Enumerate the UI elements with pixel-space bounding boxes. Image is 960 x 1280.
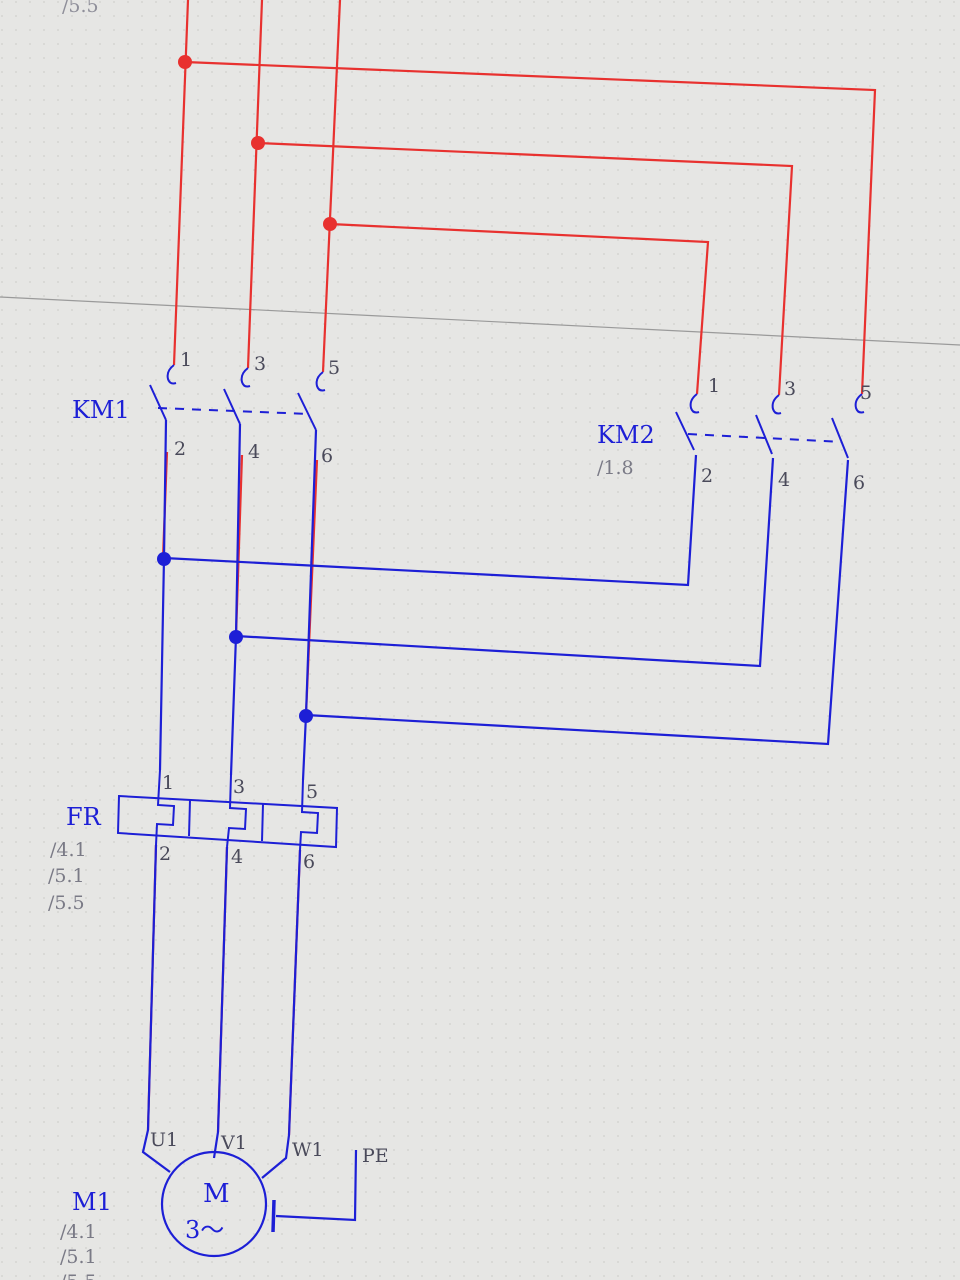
labels-blue: KM1 KM2 FR M1 M 3～ [66,396,655,1244]
km1-tag: KM1 [72,396,130,424]
fr-tag: FR [66,803,102,831]
junction-out-l1 [157,552,171,566]
km2-out-to-l1 [163,454,698,587]
km1-pole1-blade [149,384,167,421]
km1-pole1-terminal [166,364,177,385]
km2-pole2-terminal [771,394,782,415]
km2-mechanical-link [687,433,843,443]
km1-contactor[interactable] [149,364,326,431]
cross-references: /1.8 /4.1 /5.1 /5.5 /4.1 /5.1 /5.5 [48,457,634,1280]
km1-pole3-terminal [315,371,326,392]
fr-pin-4: 4 [231,846,243,868]
motor-circle [160,1150,268,1258]
pin-labels: 1 3 5 2 4 6 1 3 5 2 4 6 1 3 5 2 4 6 U1 V… [150,349,872,1167]
supply-junctions [178,55,337,231]
km2-pin-5: 5 [860,382,872,404]
fr-divider-1 [188,799,191,837]
km1-pole2-blade [223,388,241,425]
fr-pin-3: 3 [233,776,245,798]
fr-element-1 [155,769,176,846]
terminal-pe: PE [362,1145,389,1167]
km1-pin-2: 2 [174,438,186,460]
km2-ref: /1.8 [597,457,634,479]
km2-pin-3: 3 [784,378,796,400]
km2-pin-1: 1 [708,375,720,397]
feed-l2-km2 [257,141,794,396]
pe-bar [271,1199,276,1233]
fr-pin-6: 6 [303,851,315,873]
junction-l1 [178,55,192,69]
km2-pole1-terminal [689,393,700,414]
km2-pole3-blade [831,417,849,459]
km2-out-to-l3 [305,459,850,746]
junction-l3 [323,217,337,231]
km2-pin-2: 2 [701,465,713,487]
km2-pin-6: 6 [853,472,865,494]
km2-tag: KM2 [597,421,655,449]
km2-out-to-l2 [235,457,775,668]
fr-element-3 [299,779,320,851]
km2-pole3-terminal [854,393,865,414]
fr-to-u1 [141,844,171,1173]
km2-pin-4: 4 [778,469,790,491]
km2-pole2-blade [755,414,773,455]
sheet-border-line [0,296,960,346]
fr-housing [116,794,339,849]
fr-to-v1 [212,846,229,1159]
km1-pin-5: 5 [328,357,340,379]
pe-wire [275,1149,358,1222]
feed-l3-km2 [329,222,710,395]
fr-pin-2: 2 [159,843,171,865]
km1-pin-3: 3 [254,353,266,375]
phase-l3-top [321,0,342,373]
page-ref-top: /5.5 [62,0,99,17]
motor-ref-3: /5.5 [60,1271,97,1280]
fr-divider-2 [261,803,264,842]
fr-pin-5: 5 [306,781,318,803]
load-junctions [157,552,313,723]
km1-pin-1: 1 [180,349,192,371]
km2-contactor[interactable] [675,393,865,459]
fr-element-2 [226,774,248,848]
load-wires [141,419,850,1233]
fr-overload-relay[interactable] [116,769,339,851]
fr-ref-1: /4.1 [50,839,87,861]
motor-symbol: M [203,1179,230,1209]
feed-l1-km2 [184,60,877,395]
km1-pin-6: 6 [321,445,333,467]
km1-mechanical-link [157,407,311,415]
fr-ref-2: /5.1 [48,865,85,887]
phase-l2-top [246,0,264,369]
terminal-u1: U1 [150,1129,178,1151]
motor-ref-1: /4.1 [60,1221,97,1243]
junction-out-l2 [229,630,243,644]
junction-out-l3 [299,709,313,723]
motor-m1[interactable] [160,1150,268,1258]
junction-l2 [251,136,265,150]
fr-to-w1 [261,849,302,1179]
km1-pole2-terminal [240,367,251,388]
motor-ref-2: /5.1 [60,1246,97,1268]
fr-pin-1: 1 [162,772,174,794]
km1-pole3-blade [297,392,317,431]
motor-tag: M1 [72,1188,112,1216]
km1-pin-4: 4 [248,441,260,463]
terminal-w1: W1 [292,1139,324,1161]
fr-ref-3: /5.5 [48,892,85,914]
motor-phase: 3～ [185,1216,224,1244]
km2-pole1-blade [675,411,695,451]
terminal-v1: V1 [220,1132,247,1154]
